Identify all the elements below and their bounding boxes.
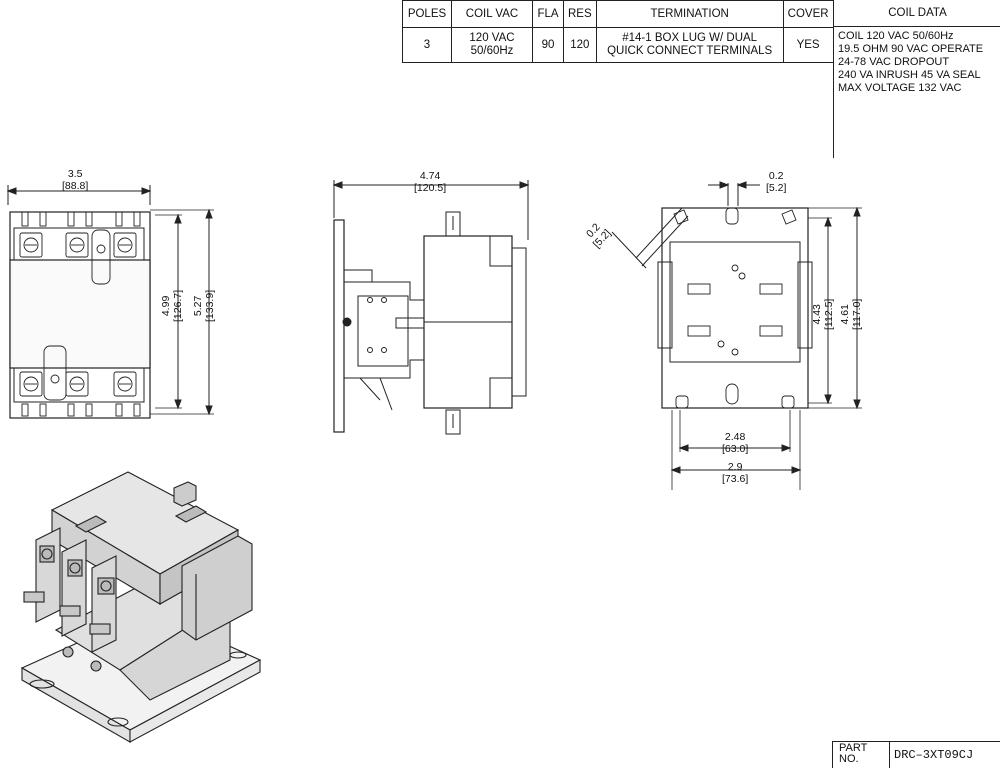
dim-value: 4.61 (839, 304, 851, 325)
spec-header-row: POLES COIL VAC FLA RES TERMINATION COVER (402, 0, 834, 28)
coil-line: MAX VOLTAGE 132 VAC (838, 82, 962, 94)
dim-front-h2: 5.27 [133.9] (192, 290, 216, 322)
dim-value: 2.48 (724, 431, 746, 443)
dim-side-depth: 4.74 [120.5] (414, 170, 446, 194)
dim-rear-w1: 2.48 [63.0] (722, 431, 748, 455)
termination-line-1: #14-1 BOX LUG W/ DUAL (622, 32, 758, 44)
coil-vac-line-1: 120 VAC (469, 32, 515, 44)
header-poles: POLES (402, 0, 452, 28)
dim-rear-h2: 4.61 [117.0] (839, 299, 863, 330)
dim-value: 2.9 (727, 461, 743, 473)
dim-value-mm: [88.8] (62, 180, 89, 192)
dim-value: 4.74 (419, 170, 441, 182)
part-number: DRC–3XT09CJ (889, 742, 973, 768)
header-res: RES (563, 0, 597, 28)
dim-rear-h1: 4.43 [112.5] (811, 299, 835, 330)
coil-line: 240 VA INRUSH 45 VA SEAL (838, 69, 981, 81)
cell-coil-vac: 120 VAC 50/60Hz (451, 27, 533, 63)
cell-fla: 90 (532, 27, 564, 63)
front-view (6, 185, 214, 419)
dim-value-mm: [5.2] (766, 182, 787, 194)
dim-value-mm: [112.5] (823, 298, 835, 330)
dim-value: 4.43 (811, 304, 823, 325)
isometric-view (20, 471, 262, 743)
coil-data-header: COIL DATA (834, 0, 1000, 27)
dim-value: 4.99 (160, 295, 172, 317)
spec-table: POLES COIL VAC FLA RES TERMINATION COVER… (402, 0, 834, 63)
header-cover: COVER (782, 0, 834, 28)
dim-value: 5.27 (192, 295, 204, 317)
dim-value-mm: [73.6] (722, 473, 749, 485)
header-coil-vac: COIL VAC (451, 0, 533, 28)
cell-poles: 3 (402, 27, 452, 63)
side-view (332, 180, 530, 435)
coil-vac-line-2: 50/60Hz (470, 45, 514, 57)
rear-view (611, 181, 862, 490)
coil-line: 24-78 VAC DROPOUT (838, 56, 950, 68)
title-block: PART NO. DRC–3XT09CJ (832, 741, 1000, 768)
cell-termination: #14-1 BOX LUG W/ DUAL QUICK CONNECT TERM… (595, 27, 784, 63)
dim-value-mm: [63.0] (722, 443, 749, 455)
cell-res: 120 (563, 27, 597, 63)
dim-front-h1: 4.99 [126.7] (160, 290, 184, 322)
spec-data-row: 3 120 VAC 50/60Hz 90 120 #14-1 BOX LUG W… (402, 27, 834, 63)
dim-value-mm: [117.0] (851, 298, 863, 330)
dim-value-mm: [126.7] (172, 289, 184, 322)
cell-cover: YES (782, 27, 834, 63)
part-label: PART NO. (839, 742, 868, 765)
header-termination: TERMINATION (595, 0, 784, 28)
dim-value: 3.5 (67, 168, 83, 180)
coil-data-lines: COIL 120 VAC 50/60Hz 19.5 OHM 90 VAC OPE… (834, 27, 1000, 98)
dim-rear-slot: 0.2 [5.2] (766, 170, 786, 194)
coil-line: 19.5 OHM 90 VAC OPERATE (838, 43, 984, 55)
dim-value-mm: [133.9] (204, 289, 216, 322)
coil-data-panel: COIL DATA COIL 120 VAC 50/60Hz 19.5 OHM … (833, 0, 1000, 158)
dim-value-mm: [120.5] (414, 182, 447, 194)
coil-line: COIL 120 VAC 50/60Hz (838, 30, 954, 42)
dim-rear-w2: 2.9 [73.6] (722, 461, 748, 485)
dim-front-width: 3.5 [88.8] (62, 168, 88, 192)
termination-line-2: QUICK CONNECT TERMINALS (607, 45, 773, 57)
dim-value: 0.2 (768, 170, 784, 182)
